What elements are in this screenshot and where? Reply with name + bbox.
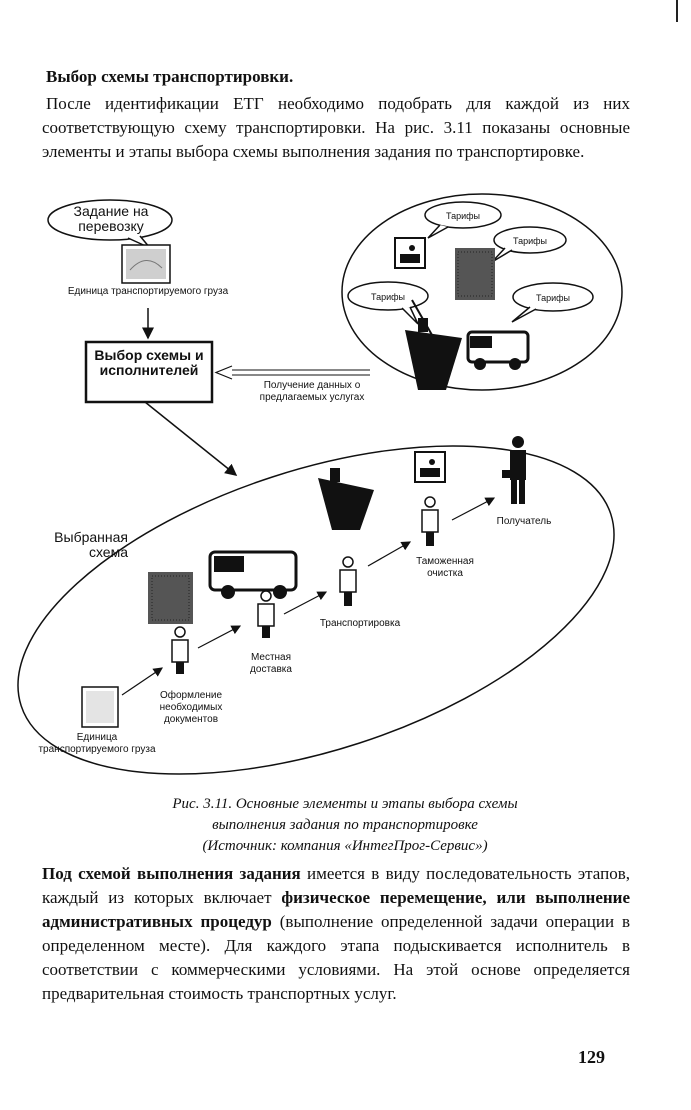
tariff-label-2: Тарифы: [512, 236, 547, 246]
arrow-transport-to-customs: [367, 541, 412, 567]
section-heading: Выбор схемы транспортировки.: [46, 67, 294, 86]
ship-icon-top: [405, 299, 462, 390]
customs-icon-top: [394, 237, 426, 269]
person-transport-icon: [339, 556, 357, 606]
tariff-bubble-3: [347, 281, 429, 325]
customs-icon: [414, 451, 446, 483]
tariff-bubble-1: [424, 201, 502, 239]
body-text-2: (выполнение определенной задачи операции…: [42, 912, 631, 1003]
figure-3-11: Задание на перевозку Единица транспортир…: [0, 190, 691, 795]
tariff-label-1: Тарифы: [445, 211, 480, 221]
selection-box: [84, 340, 214, 404]
chosen-scheme-label: Выбранная схема: [54, 529, 128, 560]
tariff-bubble-2: [491, 226, 567, 263]
stage-receiver-label: Получатель: [496, 516, 552, 527]
offers-label: Получение данных о предлагаемых услугах: [259, 380, 365, 403]
page-number: 129: [578, 1047, 605, 1067]
tariff-label-4: Тарифы: [535, 293, 570, 303]
tariff-bubble-4: [511, 282, 594, 323]
figure-caption: Рис. 3.11. Основные элементы и этапы выб…: [80, 794, 610, 857]
arrow-to-scheme: [144, 401, 238, 476]
cargo-box-icon-bottom: [81, 686, 119, 728]
page-edge-mark: [676, 0, 678, 22]
person-customs-icon: [421, 496, 439, 546]
ship-icon: [318, 468, 374, 530]
cargo-unit-label: Единица транспортируемого груза: [67, 286, 229, 297]
body-term-movement: физическое перемещение, или выполнение а…: [42, 888, 630, 931]
receiver-person-icon: [502, 436, 526, 504]
caption-line-1: Рис. 3.11. Основные элементы и этапы выб…: [172, 796, 518, 812]
cargo-unit-bottom-label: Единица транспортируемого груза: [38, 732, 156, 755]
arrow-docs-to-local: [197, 625, 242, 649]
arrow-customs-to-receiver: [451, 497, 496, 521]
body-term-scheme: Под схемой выполнения задания: [42, 864, 301, 883]
body-text-1: имеется в виду последовательность этапов…: [42, 864, 630, 907]
intro-paragraph: После идентификации ЕТГ необходимо подоб…: [42, 94, 630, 161]
body-paragraph: Под схемой выполнения задания имеется в …: [42, 862, 630, 1006]
arrow-cargo-to-docs: [121, 667, 163, 696]
selection-box-label: Выбор схемы и исполнителей: [94, 347, 204, 378]
stage-docs-label: Оформление необходимых документов: [159, 690, 223, 725]
offers-arrowhead: [214, 365, 233, 380]
warehouse-building-icon-top: [455, 248, 495, 300]
truck-icon-top: [466, 330, 530, 370]
caption-line-2: выполнения задания по транспортировке: [212, 817, 478, 833]
stage-transport-label: Транспортировка: [319, 618, 401, 629]
arrow-local-to-transport: [283, 591, 328, 615]
task-bubble-label: Задание на перевозку: [73, 203, 149, 234]
person-local-icon: [257, 590, 275, 638]
figure-drawing: [17, 193, 623, 775]
truck-icon: [208, 550, 298, 599]
tariff-label-3: Тарифы: [370, 292, 405, 302]
chosen-scheme-ellipse: [17, 445, 615, 775]
stage-local-label: Местная доставка: [250, 652, 292, 675]
warehouse-building-icon: [148, 572, 193, 624]
cargo-box-icon: [121, 244, 171, 284]
person-docs-icon: [171, 626, 189, 674]
stage-customs-label: Таможенная очистка: [416, 556, 474, 579]
offers-ellipse: [341, 193, 623, 391]
caption-line-3: (Источник: компания «ИнтегПрог-Сервис»): [202, 838, 488, 854]
